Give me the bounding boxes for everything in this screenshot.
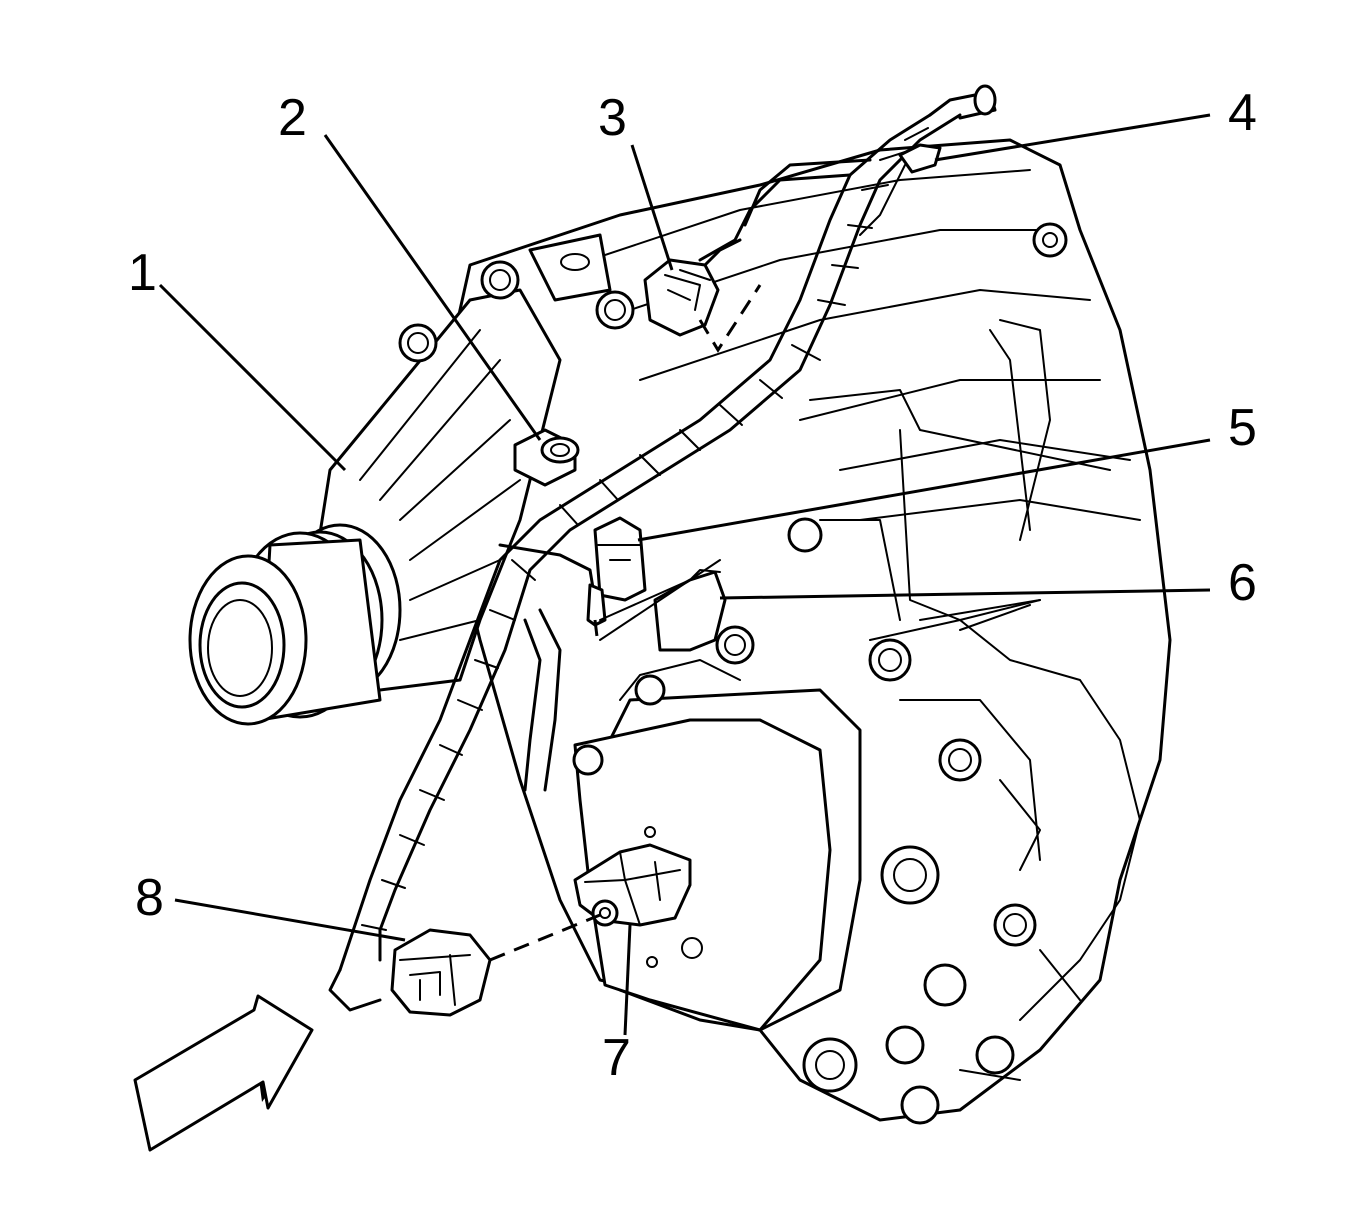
callout-8: 8 — [135, 869, 164, 927]
leader-lines — [158, 113, 1211, 1036]
callout-3: 3 — [598, 89, 627, 147]
harness-connector — [390, 928, 492, 1017]
callout-1: 1 — [128, 244, 157, 302]
leader-7 — [623, 924, 632, 1036]
speed-sensor-connector — [643, 238, 742, 337]
leader-6 — [719, 588, 1211, 600]
alignment-line-3-housing — [698, 284, 762, 353]
output-shaft-seal — [188, 523, 402, 726]
front-output-housing — [869, 599, 1141, 1081]
harness-clip — [859, 143, 942, 236]
motor-bracket — [599, 559, 727, 652]
callout-7: 7 — [602, 1029, 631, 1087]
callout-6: 6 — [1228, 554, 1257, 612]
callout-2: 2 — [278, 89, 307, 147]
alignment-line-8-7 — [489, 913, 601, 962]
leader-3 — [630, 144, 674, 271]
sensor-connector — [586, 516, 647, 627]
leader-8 — [174, 898, 406, 942]
alignment-line-5-housing — [593, 619, 600, 646]
encoder-motor-connector — [573, 843, 692, 927]
leader-2 — [323, 134, 542, 441]
view-direction-arrow — [133, 994, 314, 1152]
callout-4: 4 — [1228, 84, 1257, 142]
speed-sensor — [513, 428, 580, 487]
leader-5 — [637, 438, 1211, 542]
callout-5: 5 — [1228, 399, 1257, 457]
leader-4 — [934, 113, 1211, 162]
encoder-motor-housing — [572, 659, 862, 1032]
leader-1 — [158, 283, 347, 472]
housing-bolts — [398, 222, 1068, 1125]
